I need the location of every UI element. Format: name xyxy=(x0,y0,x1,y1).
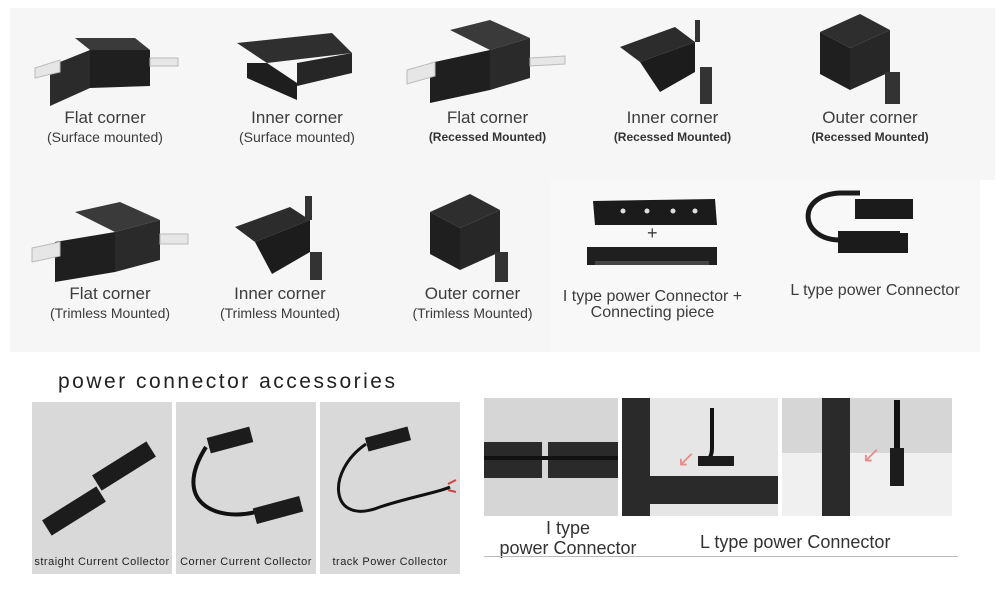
corner-flat-recessed: Flat corner (Recessed Mounted) xyxy=(405,18,570,146)
i-type-connector: + I type power Connector + Connecting pi… xyxy=(555,195,750,321)
corner-inner-recessed: Inner corner (Recessed Mounted) xyxy=(600,12,745,146)
accessory-caption: straight Current Collector xyxy=(34,556,170,568)
i-type-connector-image xyxy=(587,199,717,265)
l-type-label: L type power Connector xyxy=(790,282,960,299)
flat-corner-surface-image xyxy=(34,38,179,106)
corner-subtitle: (Surface mounted) xyxy=(239,129,355,145)
corner-title: Flat corner xyxy=(64,108,146,127)
accessory-caption: track Power Collector xyxy=(332,556,448,568)
corner-subtitle: (Trimless Mounted) xyxy=(219,305,341,321)
l-type-install-image-2: ↙ xyxy=(782,398,952,516)
inner-corner-surface-image xyxy=(237,33,352,100)
corner-subtitle: (Surface mounted) xyxy=(47,129,163,145)
corner-title: Flat corner xyxy=(446,108,529,127)
corner-outer-trimless: Outer corner (Trimless Mounted) xyxy=(400,192,545,322)
corner-title: Outer corner xyxy=(424,284,521,303)
corner-flat-surface: Flat corner (Surface mounted) xyxy=(30,28,180,146)
svg-text:↙: ↙ xyxy=(677,447,695,472)
i-type-label: I type power Connector + xyxy=(562,288,743,305)
outer-corner-trimless-image xyxy=(430,194,508,282)
install-i-type-line1: I type xyxy=(545,518,591,538)
flat-corner-trimless-image xyxy=(31,202,189,282)
corner-subtitle: (Trimless Mounted) xyxy=(412,305,533,321)
install-l-type-panel-2: ↙ xyxy=(782,398,952,516)
corner-inner-surface: Inner corner (Surface mounted) xyxy=(222,28,372,146)
accessory-straight: straight Current Collector xyxy=(32,402,172,574)
svg-text:↙: ↙ xyxy=(862,443,880,468)
corner-inner-trimless: Inner corner (Trimless Mounted) xyxy=(210,192,350,322)
corner-subtitle: (Recessed Mounted) xyxy=(613,130,732,144)
l-type-install-image-1: ↙ xyxy=(622,398,778,516)
plus-sign: + xyxy=(647,223,658,243)
corner-title: Outer corner xyxy=(822,108,918,127)
corner-flat-trimless: Flat corner (Trimless Mounted) xyxy=(30,198,190,322)
accessory-track: track Power Collector xyxy=(320,402,460,574)
accessory-corner: Corner Current Collector xyxy=(176,402,316,574)
l-type-connector-image xyxy=(805,190,913,253)
install-i-type-line2: power Connector xyxy=(499,538,637,558)
corner-collector-image xyxy=(191,426,304,524)
install-i-type-panel xyxy=(484,398,618,516)
i-type-label-2: Connecting piece xyxy=(590,304,715,321)
install-i-type-caption: I type power Connector xyxy=(493,518,643,558)
corner-title: Flat corner xyxy=(69,284,151,303)
corner-subtitle: (Recessed Mounted) xyxy=(811,130,929,144)
i-type-install-image xyxy=(484,436,618,484)
outer-corner-recessed-image xyxy=(820,14,900,104)
accessories-heading: power connector accessories xyxy=(58,370,398,393)
corner-outer-recessed: Outer corner (Recessed Mounted) xyxy=(800,12,940,146)
inner-corner-trimless-image xyxy=(235,196,322,280)
corner-title: Inner corner xyxy=(251,108,343,127)
install-l-type-caption: L type power Connector xyxy=(700,532,891,552)
track-collector-image xyxy=(337,426,457,513)
l-type-connector: L type power Connector xyxy=(780,185,970,301)
corner-title: Inner corner xyxy=(626,108,719,127)
straight-collector-image xyxy=(42,441,156,536)
corner-title: Inner corner xyxy=(234,284,326,303)
caption-divider xyxy=(484,556,958,557)
corner-subtitle: (Recessed Mounted) xyxy=(428,130,547,144)
corner-subtitle: (Trimless Mounted) xyxy=(49,305,171,321)
accessory-caption: Corner Current Collector xyxy=(180,556,312,568)
install-l-type-panel-1: ↙ xyxy=(622,398,778,516)
inner-corner-recessed-image xyxy=(620,20,712,104)
flat-corner-recessed-image xyxy=(406,20,566,103)
